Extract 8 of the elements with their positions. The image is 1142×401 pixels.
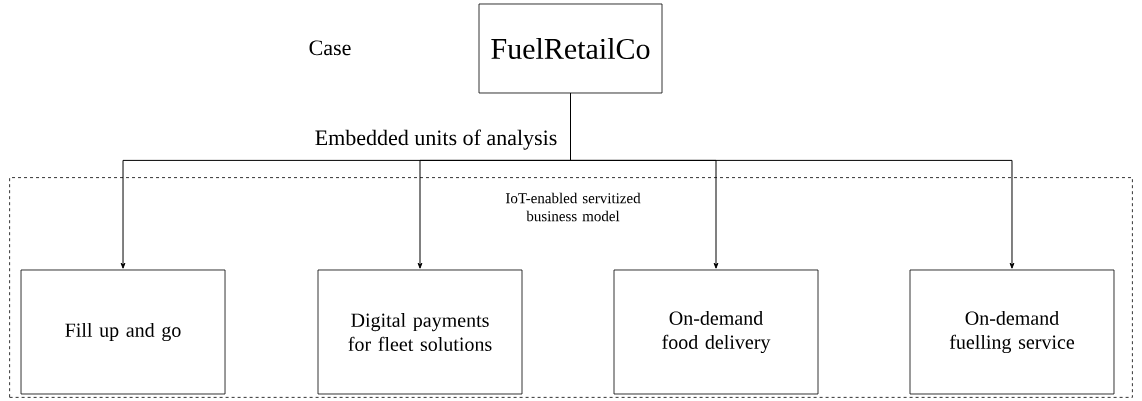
unit-box: Fill up and go [20, 269, 226, 395]
unit-box: On-demand food delivery [613, 269, 819, 395]
unit-box: Digital payments for fleet solutions [317, 269, 523, 395]
unit-box: FuelRetailCo [478, 3, 663, 94]
unit-box: On-demand fuelling service [909, 269, 1115, 395]
case-label: Case [309, 40, 351, 56]
trunk-label: Embedded units of analysis [315, 129, 557, 150]
arrow [570, 92, 1015, 269]
